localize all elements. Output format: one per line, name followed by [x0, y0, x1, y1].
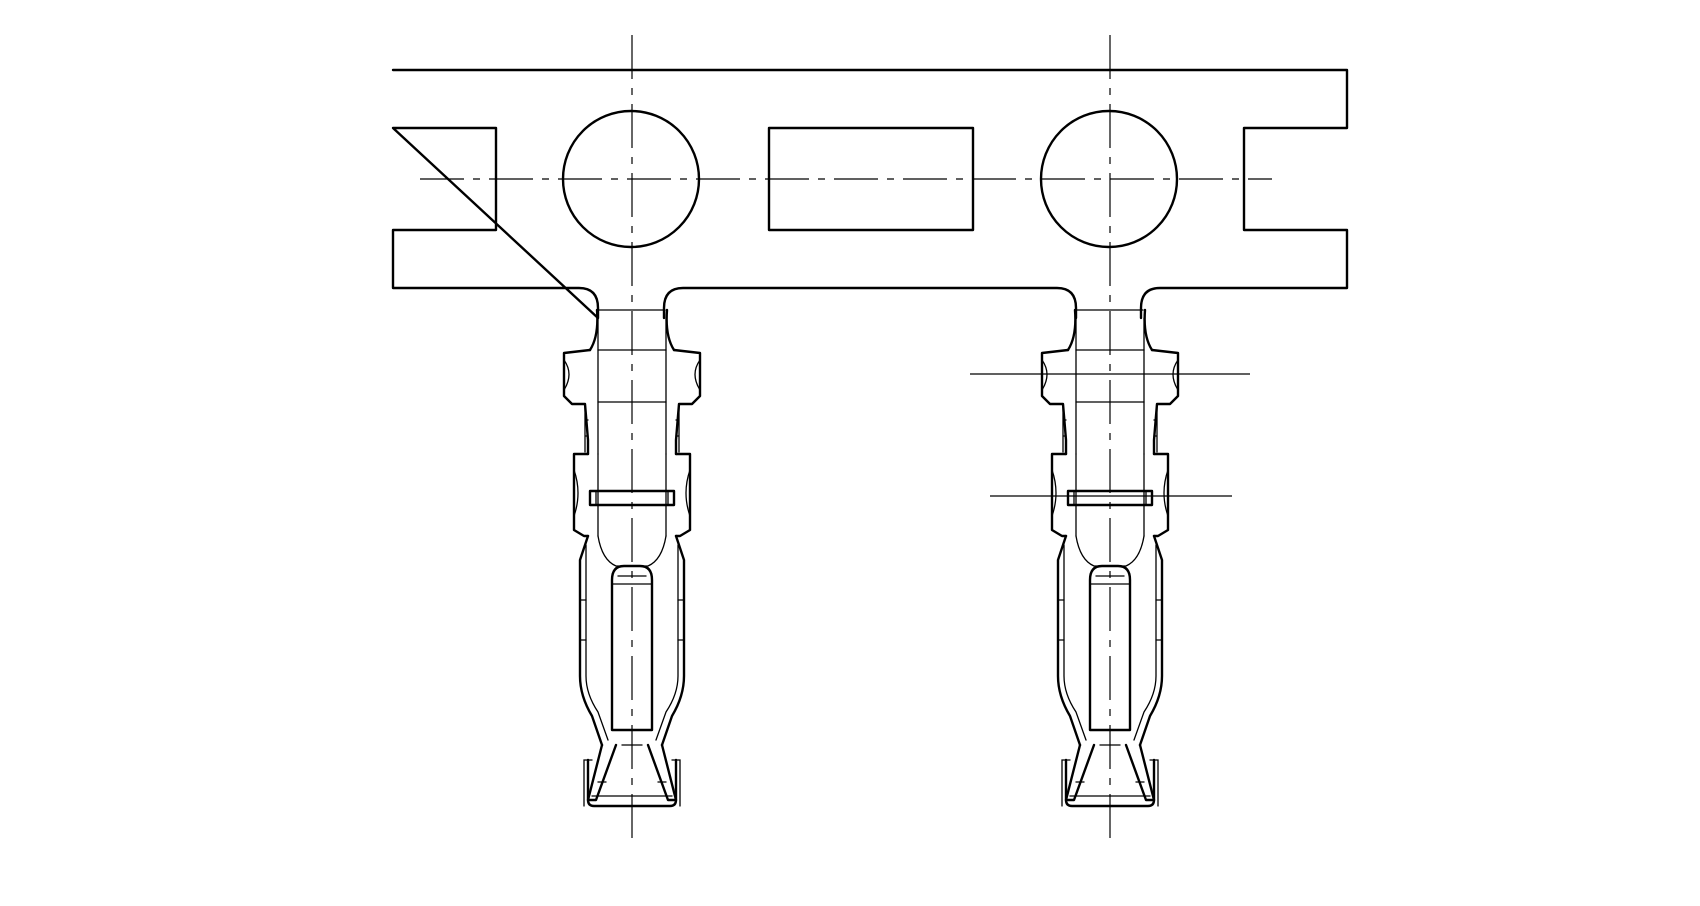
- terminal-left: [562, 35, 702, 840]
- terminal-right-body: [1040, 308, 1180, 808]
- carrier-strip-outline: [391, 68, 1349, 320]
- carrier-strip: [391, 68, 1349, 320]
- extension-lines: [970, 373, 1250, 497]
- terminal-right: [1040, 35, 1180, 840]
